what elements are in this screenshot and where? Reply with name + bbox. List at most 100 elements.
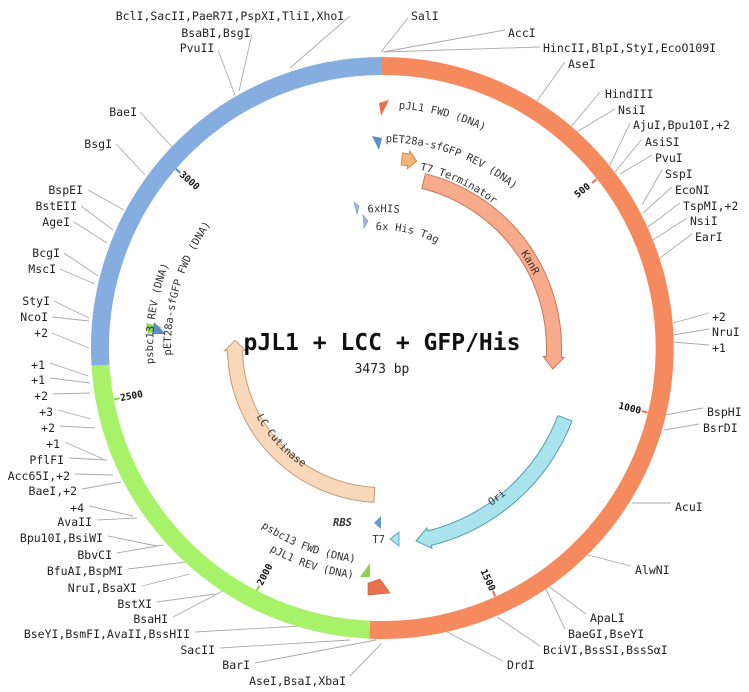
enzyme-leader-line — [647, 202, 681, 228]
enzyme-site-label[interactable]: +2 — [34, 326, 48, 340]
enzyme-site-label[interactable]: MscI — [28, 262, 56, 276]
enzyme-leader-line — [587, 554, 632, 567]
enzyme-site-label[interactable]: BstEII — [35, 199, 77, 213]
backbone-segment-blue[interactable] — [90, 57, 383, 366]
enzyme-site-label[interactable]: SalI — [411, 9, 439, 23]
enzyme-site-label[interactable]: ApaLI — [590, 611, 625, 625]
enzyme-site-label[interactable]: BcgI — [32, 246, 60, 260]
enzyme-leader-line — [569, 91, 601, 129]
backbone-segment-green[interactable] — [91, 364, 371, 639]
enzyme-site-label[interactable]: BspHI — [707, 405, 742, 419]
backbone-segment-orange[interactable] — [369, 56, 674, 639]
primer-pjl1-fwd-text: pJL1 FWD (DNA) — [398, 100, 487, 134]
his-tag-text: 6x His Tag — [376, 221, 441, 246]
enzyme-site-label[interactable]: BsrDI — [703, 421, 738, 435]
enzyme-site-label[interactable]: NsiI — [690, 214, 718, 228]
tick-label: 3000 — [177, 170, 202, 193]
enzyme-site-label[interactable]: PflFI — [29, 453, 64, 467]
enzyme-site-label[interactable]: +2 — [712, 310, 726, 324]
enzyme-leader-line — [663, 423, 700, 431]
enzyme-site-label[interactable]: AgeI — [42, 215, 70, 229]
enzyme-leader-line — [349, 643, 382, 677]
tick-mark — [491, 590, 497, 597]
enzyme-site-label[interactable]: BfuAI,BspMI — [47, 564, 123, 578]
enzyme-site-label[interactable]: BciVI,BssSI,BssSαI — [543, 643, 668, 657]
enzyme-site-label[interactable]: BseYI,BsmFI,AvaII,BssHII — [24, 627, 190, 641]
enzyme-site-label[interactable]: BspEI — [48, 183, 83, 197]
enzyme-site-label[interactable]: PvuII — [180, 41, 215, 55]
enzyme-site-label[interactable]: BclI,SacII,PaeR7I,PspXI,TliI,XhoI — [116, 9, 344, 23]
enzyme-leader-line — [609, 122, 631, 166]
enzyme-site-label[interactable]: BbvCI — [77, 548, 112, 562]
enzyme-site-label[interactable]: +4 — [70, 501, 84, 515]
enzyme-site-label[interactable]: Acc65I,+2 — [8, 469, 70, 483]
enzyme-leader-line — [74, 473, 114, 476]
plasmid-length: 3473 bp — [355, 362, 410, 377]
feature-lc-cutinase[interactable] — [223, 339, 376, 503]
enzyme-site-label[interactable]: BaeI,+2 — [29, 484, 77, 498]
primer-pjl1-fwd-label[interactable]: pJL1 FWD (DNA) — [398, 100, 487, 134]
primer-pet28a-fwd-label[interactable]: pET28a-sfGFP FWD (DNA) — [162, 219, 213, 355]
enzyme-site-label[interactable]: NruI — [712, 325, 740, 339]
primer-psbc13-fwd-marker[interactable] — [360, 563, 370, 577]
enzyme-site-label[interactable]: BsaBI,BsgI — [181, 26, 250, 40]
enzyme-site-label[interactable]: EarI — [695, 230, 723, 244]
enzyme-site-label[interactable]: HindIII — [605, 87, 653, 101]
enzyme-leader-line — [73, 221, 108, 244]
enzyme-site-label[interactable]: +1 — [31, 358, 45, 372]
enzyme-site-label[interactable]: +3 — [39, 405, 53, 419]
enzyme-leader-line — [238, 33, 253, 92]
t7-promoter-marker[interactable] — [389, 531, 400, 547]
enzyme-leader-line — [219, 639, 351, 649]
his6-marker[interactable] — [353, 201, 360, 215]
tick-mark — [255, 584, 261, 592]
enzyme-site-label[interactable]: BsaHI — [133, 612, 168, 626]
enzyme-site-label[interactable]: DrdI — [507, 658, 535, 672]
primer-pet28a-rev-marker[interactable] — [372, 136, 382, 150]
enzyme-site-label[interactable]: +2 — [41, 421, 55, 435]
enzyme-site-label[interactable]: SacII — [180, 643, 215, 657]
enzyme-site-label[interactable]: +1 — [712, 341, 726, 355]
enzyme-site-label[interactable]: SspI — [665, 167, 693, 181]
primer-pet28a-fwd-marker[interactable] — [152, 322, 166, 334]
enzyme-site-label[interactable]: +1 — [31, 373, 45, 387]
rbs-marker[interactable] — [374, 516, 381, 529]
enzyme-leader-line — [254, 639, 377, 664]
enzyme-site-label[interactable]: StyI — [22, 294, 50, 308]
feature-ori[interactable] — [415, 414, 573, 550]
enzyme-site-label[interactable]: +1 — [46, 437, 60, 451]
enzyme-site-label[interactable]: AseI,BsaI,XbaI — [249, 674, 346, 688]
enzyme-site-label[interactable]: AsiSI — [645, 135, 680, 149]
tick-label: 2500 — [119, 389, 144, 404]
enzyme-site-label[interactable]: BaeI — [109, 105, 137, 119]
feature-t7-terminator[interactable] — [400, 149, 418, 170]
enzyme-site-label[interactable]: BsgI — [84, 137, 112, 151]
enzyme-site-label[interactable]: AlwNI — [635, 563, 670, 577]
enzyme-site-label[interactable]: BaeGI,BseYI — [568, 627, 644, 641]
enzyme-site-label[interactable]: AcuI — [675, 500, 703, 514]
enzyme-site-label[interactable]: AseI — [568, 57, 596, 71]
enzyme-site-label[interactable]: BarI — [222, 658, 250, 672]
enzyme-site-label[interactable]: BstXI — [117, 597, 152, 611]
enzyme-site-label[interactable]: AvaII — [57, 515, 92, 529]
enzyme-site-label[interactable]: +2 — [34, 389, 48, 403]
enzyme-site-label[interactable]: HincII,BlpI,StyI,EcoO109I — [543, 41, 716, 55]
enzyme-site-label[interactable]: TspMI,+2 — [683, 199, 738, 213]
enzyme-site-label[interactable]: PvuI — [655, 151, 683, 165]
enzyme-site-label[interactable]: NsiI — [618, 103, 646, 117]
enzyme-site-label[interactable]: NruI,BsaXI — [68, 581, 137, 595]
enzyme-leader-line — [59, 425, 96, 429]
primer-pjl1-fwd-marker[interactable] — [379, 100, 389, 116]
primer-pjl1-rev-marker[interactable] — [367, 578, 391, 596]
enzyme-site-label[interactable]: EcoNI — [675, 183, 710, 197]
enzyme-site-label[interactable]: AjuI,Bpu10I,+2 — [633, 118, 730, 132]
his-tag-marker[interactable] — [362, 214, 369, 229]
feature-kanr[interactable] — [421, 173, 566, 370]
enzyme-leader-line — [141, 573, 191, 587]
enzyme-site-label[interactable]: Bpu10I,BsiWI — [20, 531, 103, 545]
enzyme-leader-line — [614, 138, 643, 173]
enzyme-site-label[interactable]: NcoI — [20, 310, 48, 324]
plasmid-title: pJL1 + LCC + GFP/His — [244, 330, 521, 356]
enzyme-site-label[interactable]: AccI — [508, 26, 536, 40]
enzyme-leader-line — [641, 169, 663, 206]
